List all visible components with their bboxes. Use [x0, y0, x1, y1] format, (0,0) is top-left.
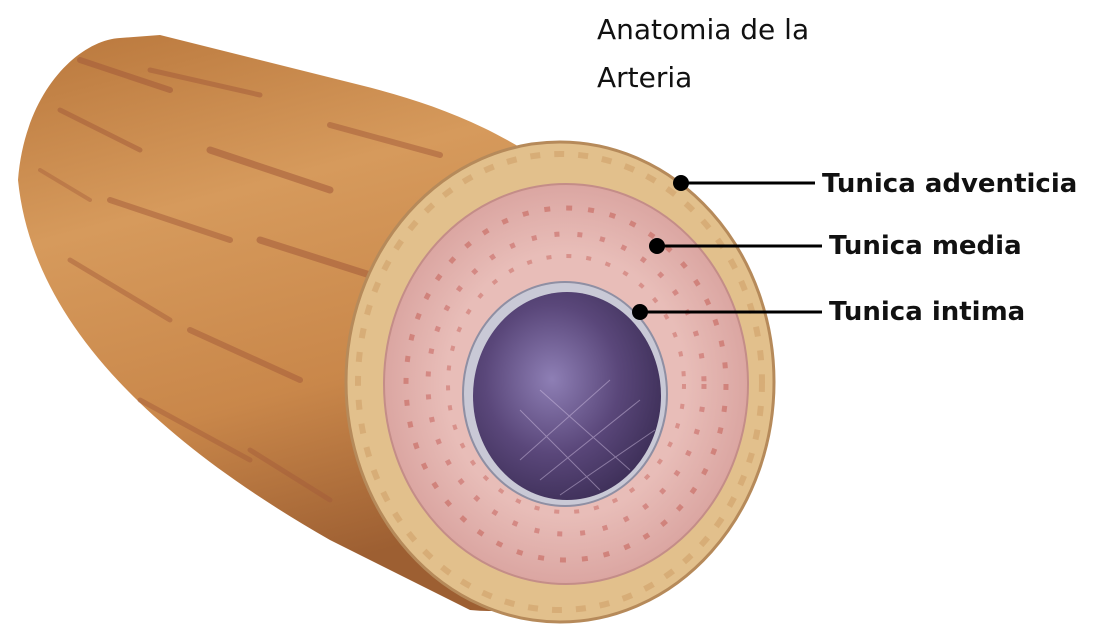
leader-dot-intima: [632, 304, 648, 320]
leader-dot-adventicia: [673, 175, 689, 191]
leader-dot-media: [649, 238, 665, 254]
diagram-title: Anatomia de la Arteria: [597, 6, 897, 102]
title-line-2: Arteria: [597, 54, 897, 102]
label-tunica-media: Tunica media: [829, 230, 1022, 262]
title-line-1: Anatomia de la: [597, 6, 897, 54]
label-tunica-intima: Tunica intima: [829, 296, 1025, 328]
artery-lumen: [473, 292, 661, 500]
label-tunica-adventicia: Tunica adventicia: [822, 168, 1077, 200]
